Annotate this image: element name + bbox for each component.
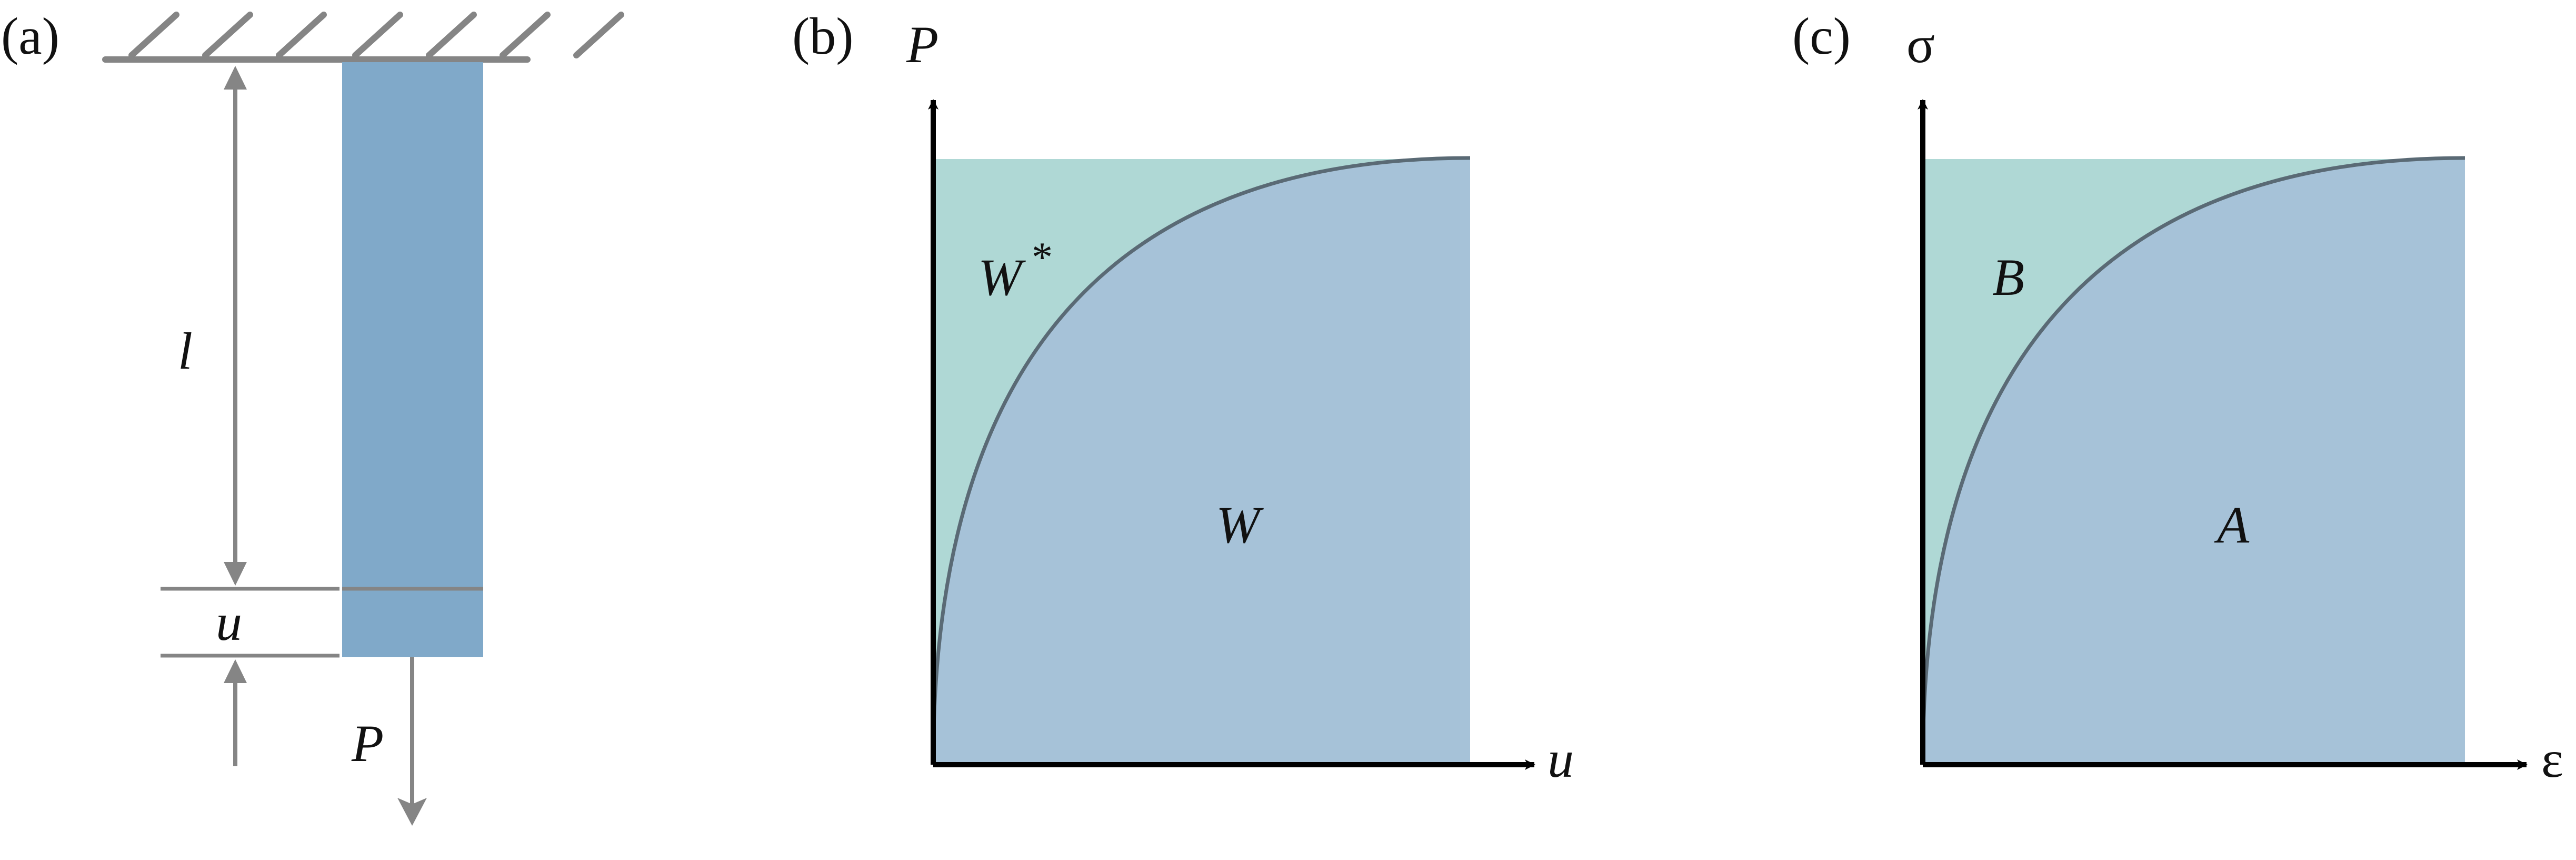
fixed-support	[102, 12, 624, 63]
panel-c: (c) σ ε B A	[1792, 7, 2563, 788]
y-axis-symbol: P	[906, 15, 938, 74]
panel-a-label: (a)	[1, 7, 59, 65]
complementary-work-label: W *	[978, 234, 1053, 307]
y-axis-symbol: σ	[1906, 15, 1935, 74]
strain-energy-region	[1923, 158, 2465, 765]
panel-b: (b) P u W * W	[792, 7, 1574, 788]
work-region	[933, 158, 1470, 765]
x-axis-symbol: u	[1547, 730, 1574, 788]
elongation-arrow	[224, 659, 247, 766]
elongation-symbol: u	[216, 593, 242, 651]
work-symbol: W	[1216, 496, 1264, 554]
load-arrow	[397, 657, 427, 826]
x-axis-symbol: ε	[2541, 730, 2563, 788]
panel-c-label: (c)	[1792, 7, 1851, 65]
complementary-energy-symbol: B	[1992, 248, 2024, 307]
complementary-work-superscript: *	[1032, 234, 1053, 281]
extension-lines	[161, 587, 340, 658]
panel-b-label: (b)	[792, 7, 854, 65]
length-dimension-arrow	[224, 66, 247, 586]
load-symbol: P	[351, 714, 384, 773]
panel-a: (a) l u	[1, 7, 624, 826]
load-displacement-curve	[931, 156, 1471, 765]
strain-energy-symbol: A	[2214, 496, 2250, 554]
complementary-work-symbol: W	[978, 248, 1026, 307]
stress-strain-curve	[1921, 156, 2465, 765]
length-symbol: l	[178, 322, 193, 380]
bar	[342, 62, 483, 657]
